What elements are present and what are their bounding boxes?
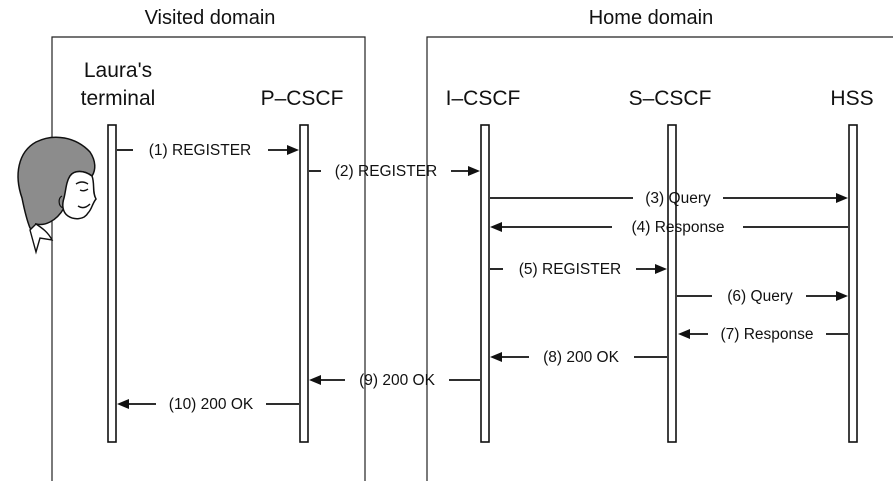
message-3-label: (3) Query [645, 190, 711, 207]
pcscf-label: P–CSCF [261, 87, 344, 110]
home-domain-boundary [426, 36, 893, 481]
visited-domain-title: Visited domain [145, 7, 276, 29]
message-7-label: (7) Response [720, 326, 813, 343]
message-4: (4) Response [490, 219, 848, 236]
home-domain-title: Home domain [589, 7, 714, 29]
woman-face-icon [17, 136, 97, 255]
icscf-lifeline [480, 124, 490, 443]
hss-lifeline [848, 124, 858, 443]
terminal-label-line1: Laura's [84, 59, 152, 82]
hss-label: HSS [830, 87, 873, 110]
visited-domain-boundary [51, 36, 366, 481]
terminal-lifeline [107, 124, 117, 443]
message-9-label: (9) 200 OK [359, 372, 435, 389]
message-1-label: (1) REGISTER [149, 142, 251, 159]
message-6-label: (6) Query [727, 288, 793, 305]
message-3: (3) Query [490, 190, 848, 207]
message-8-label: (8) 200 OK [543, 349, 619, 366]
message-4-label: (4) Response [631, 219, 724, 236]
message-5: (5) REGISTER [490, 261, 667, 278]
icscf-label: I–CSCF [446, 87, 521, 110]
scscf-label: S–CSCF [629, 87, 712, 110]
message-10: (10) 200 OK [117, 396, 299, 413]
pcscf-lifeline [299, 124, 309, 443]
message-10-label: (10) 200 OK [169, 396, 254, 413]
message-8: (8) 200 OK [490, 349, 667, 366]
message-1: (1) REGISTER [117, 142, 299, 159]
message-6: (6) Query [677, 288, 848, 305]
message-2: (2) REGISTER [309, 163, 480, 180]
message-2-label: (2) REGISTER [335, 163, 437, 180]
message-9: (9) 200 OK [309, 372, 480, 389]
terminal-label-line2: terminal [81, 87, 156, 110]
message-5-label: (5) REGISTER [519, 261, 621, 278]
message-7: (7) Response [678, 326, 848, 343]
scscf-lifeline [667, 124, 677, 443]
